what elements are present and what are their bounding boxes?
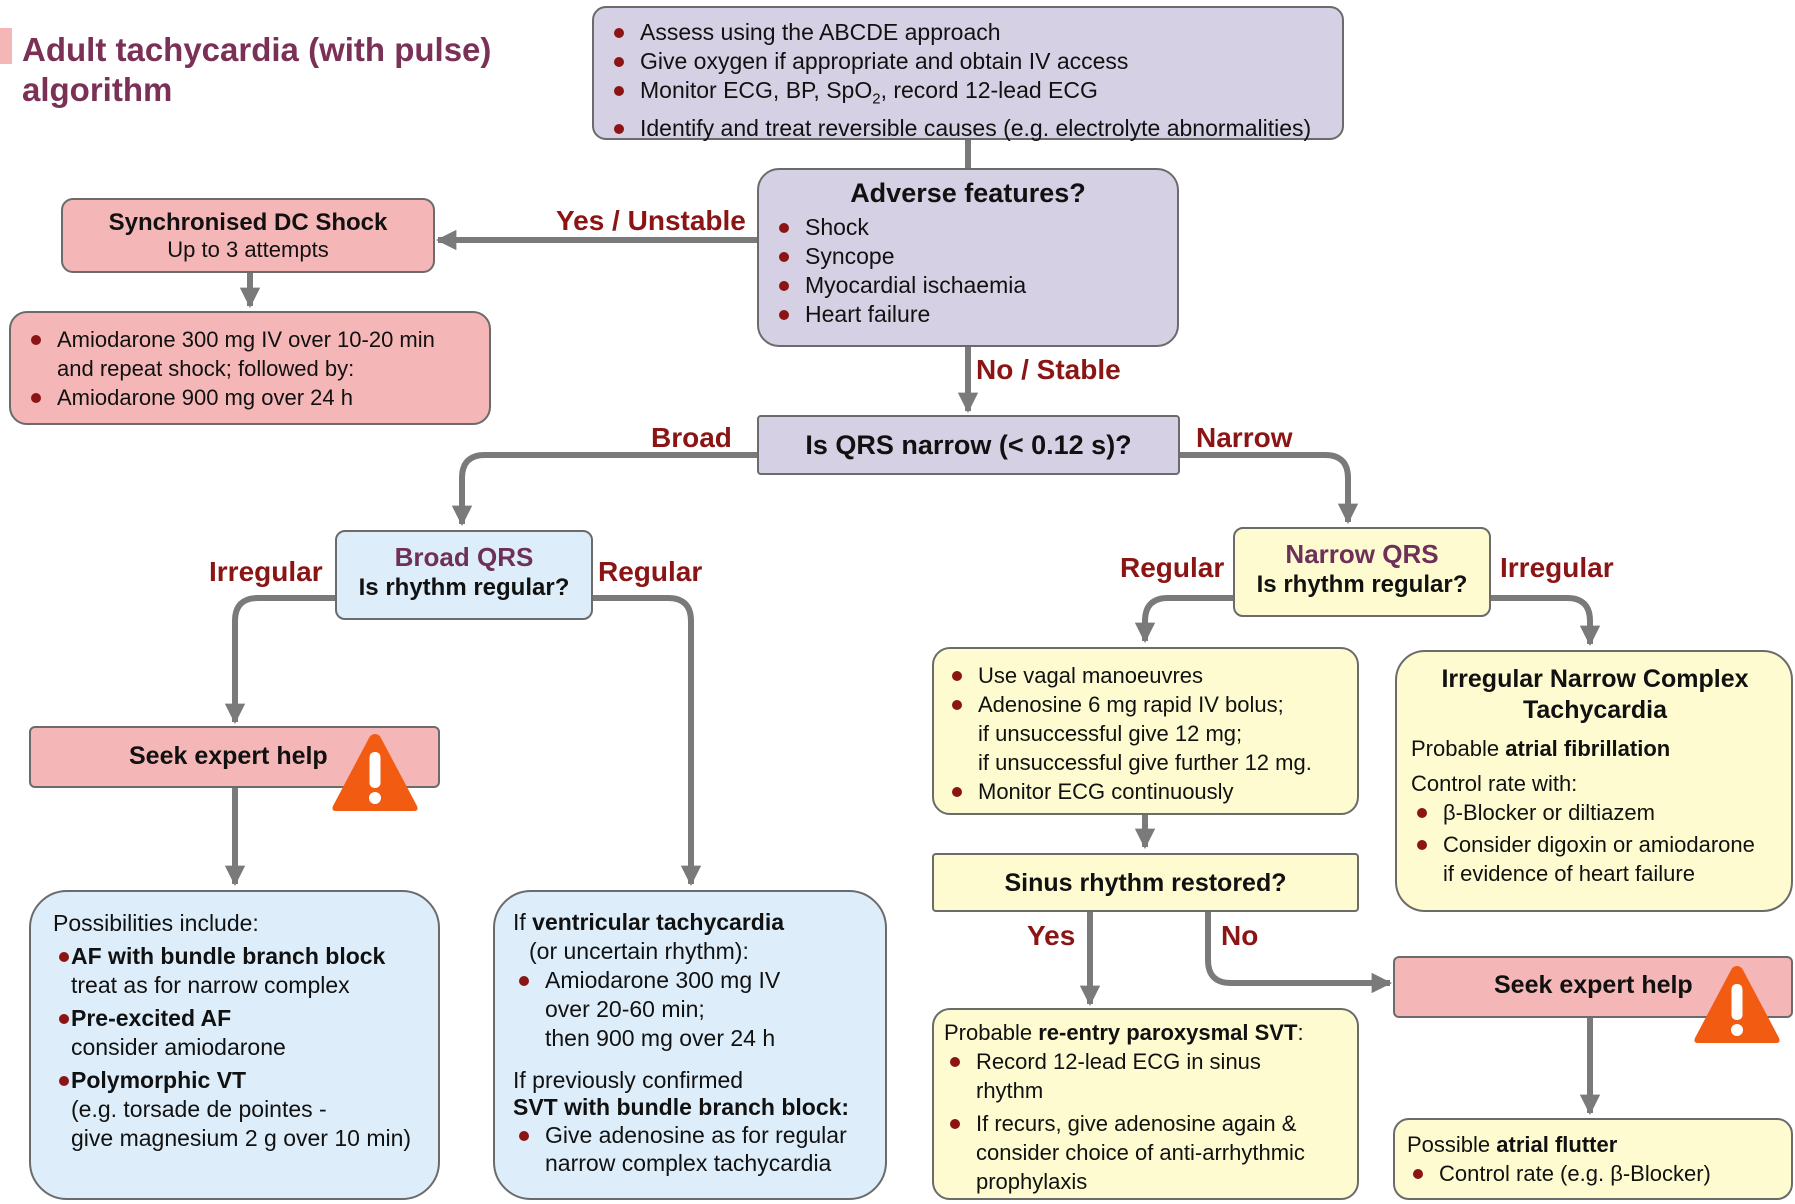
adverse-item-syncope: Syncope xyxy=(773,242,1163,271)
sinus-rhythm-box: Sinus rhythm restored? xyxy=(932,853,1359,912)
label-narrow: Narrow xyxy=(1196,422,1293,453)
assess-item-oxygen: Give oxygen if appropriate and obtain IV… xyxy=(608,47,1328,76)
vt-heading: If ventricular tachycardia xyxy=(513,909,785,935)
adverse-item-ischaemia: Myocardial ischaemia xyxy=(773,271,1163,300)
irregular-narrow-probable: Probable atrial fibrillation xyxy=(1411,736,1671,761)
page-title: Adult tachycardia (with pulse) algorithm xyxy=(22,31,492,108)
adverse-item-shock: Shock xyxy=(773,213,1163,242)
vagal-item-manoeuvres: Use vagal manoeuvres xyxy=(946,661,1347,690)
irregular-narrow-control: Control rate with: xyxy=(1411,771,1578,796)
broad-qrs-title: Broad QRS xyxy=(394,542,534,572)
label-narrow-irregular: Irregular xyxy=(1500,552,1614,583)
flutter-item-control-rate: Control rate (e.g. β-Blocker) xyxy=(1407,1159,1781,1188)
label-narrow-regular: Regular xyxy=(1120,552,1225,583)
seek-help-right-text: Seek expert help xyxy=(1494,971,1693,999)
reentry-svt-box: Probable re-entry paroxysmal SVT: Record… xyxy=(932,1008,1359,1200)
irregular-narrow-title: Irregular Narrow Complex Tachycardia xyxy=(1441,665,1749,724)
svt-probable: Probable re-entry paroxysmal SVT: xyxy=(944,1020,1304,1045)
flutter-possible: Possible atrial flutter xyxy=(1407,1132,1618,1157)
vagal-manoeuvres-box: Use vagal manoeuvres Adenosine 6 mg rapi… xyxy=(932,647,1359,815)
assess-item-abcde: Assess using the ABCDE approach xyxy=(608,18,1328,47)
label-broad: Broad xyxy=(651,422,732,453)
vagal-item-adenosine: Adenosine 6 mg rapid IV bolus;if unsucce… xyxy=(946,690,1347,777)
broad-qrs-question: Is rhythm regular? xyxy=(358,574,570,601)
possibility-polymorphic-vt: Polymorphic VT(e.g. torsade de pointes -… xyxy=(53,1066,420,1153)
dc-shock-title: Synchronised DC Shock xyxy=(108,209,388,236)
seek-help-left-text: Seek expert help xyxy=(129,742,328,770)
title-accent-bar xyxy=(0,28,12,64)
label-broad-regular: Regular xyxy=(598,556,703,587)
vt-uncertain: (or uncertain rhythm): xyxy=(529,938,749,964)
atrial-flutter-box: Possible atrial flutter Control rate (e.… xyxy=(1393,1118,1793,1200)
vt-previously-confirmed: If previously confirmed xyxy=(513,1067,744,1093)
irregular-item-beta-blocker: β-Blocker or diltiazem xyxy=(1411,798,1779,827)
adverse-features-box: Adverse features? Shock Syncope Myocardi… xyxy=(757,168,1179,347)
sinus-rhythm-text: Sinus rhythm restored? xyxy=(1004,869,1287,897)
ventricular-tachycardia-box: If ventricular tachycardia (or uncertain… xyxy=(493,890,887,1200)
warning-triangle-icon xyxy=(1694,966,1780,1043)
adverse-features-title: Adverse features? xyxy=(850,178,1086,208)
narrow-qrs-question: Is rhythm regular? xyxy=(1256,571,1468,598)
assess-item-monitor: Monitor ECG, BP, SpO2, record 12-lead EC… xyxy=(608,76,1328,114)
amiodarone-item-900: Amiodarone 900 mg over 24 h xyxy=(25,383,475,412)
dc-shock-subtitle: Up to 3 attempts xyxy=(167,237,329,262)
possibilities-heading: Possibilities include: xyxy=(53,910,259,936)
label-no-stable: No / Stable xyxy=(976,354,1121,385)
vagal-item-monitor: Monitor ECG continuously xyxy=(946,777,1347,806)
assess-box: Assess using the ABCDE approach Give oxy… xyxy=(592,6,1344,143)
narrow-qrs-title: Narrow QRS xyxy=(1285,539,1439,569)
vt-svt-bbb: SVT with bundle branch block: xyxy=(513,1094,850,1120)
possibilities-box: Possibilities include: AF with bundle br… xyxy=(29,890,440,1200)
qrs-question-text: Is QRS narrow (< 0.12 s)? xyxy=(805,430,1132,460)
label-broad-irregular: Irregular xyxy=(209,556,323,587)
narrow-qrs-box: Narrow QRS Is rhythm regular? xyxy=(1233,527,1491,617)
adverse-item-heart-failure: Heart failure xyxy=(773,300,1163,329)
label-sinus-no: No xyxy=(1221,920,1259,951)
svt-item-recurs: If recurs, give adenosine again &conside… xyxy=(944,1109,1347,1196)
qrs-question-box: Is QRS narrow (< 0.12 s)? xyxy=(757,415,1180,475)
assess-item-causes: Identify and treat reversible causes (e.… xyxy=(608,114,1328,143)
broad-qrs-box: Broad QRS Is rhythm regular? xyxy=(335,530,593,620)
dc-shock-box: Synchronised DC Shock Up to 3 attempts xyxy=(61,198,435,273)
warning-triangle-icon xyxy=(332,734,418,811)
label-yes-unstable: Yes / Unstable xyxy=(556,205,746,236)
spo2-subscript: 2 xyxy=(872,90,881,108)
irregular-narrow-box: Irregular Narrow Complex Tachycardia Pro… xyxy=(1395,650,1793,912)
label-sinus-yes: Yes xyxy=(1027,920,1076,951)
